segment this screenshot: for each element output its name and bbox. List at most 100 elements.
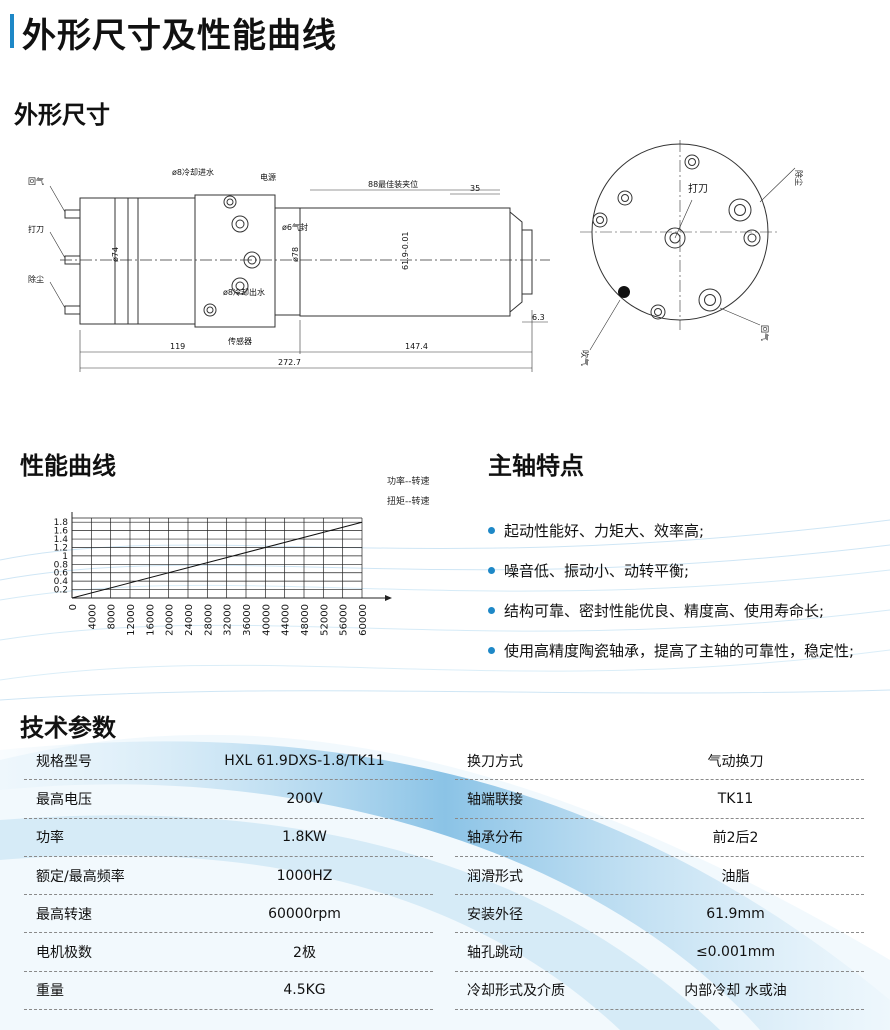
- table-row: 重量 4.5KG: [24, 972, 433, 1011]
- x-tick-label: 40000: [261, 604, 272, 636]
- spec-value: 前2后2: [712, 830, 759, 847]
- spec-key: 安装外径: [467, 906, 523, 923]
- x-tick-label: 8000: [107, 604, 118, 629]
- spec-value: TK11: [717, 790, 754, 807]
- y-tick-label: 0.8: [54, 560, 69, 570]
- page-title: 外形尺寸及性能曲线: [22, 16, 337, 56]
- bullet-icon: [488, 606, 495, 614]
- label-air-seal: ø6气封: [282, 222, 308, 232]
- table-row: 冷却形式及介质 内部冷却 水或油: [455, 972, 864, 1011]
- spec-key: 电机极数: [36, 945, 92, 962]
- spec-value: 油脂: [721, 868, 750, 885]
- spec-value: 2极: [293, 945, 316, 962]
- features-list: 起动性能好、力矩大、效率高; 噪音低、振动小、动转平衡; 结构可靠、密封性能优良…: [488, 510, 888, 670]
- spec-value: 内部冷却 水或油: [684, 983, 787, 1000]
- dim-dia-74: ø74: [111, 247, 120, 262]
- table-row: 安装外径 61.9mm: [455, 895, 864, 934]
- list-item: 起动性能好、力矩大、效率高;: [488, 510, 888, 550]
- y-tick-label: 0.4: [54, 577, 69, 587]
- spec-key: 额定/最高频率: [36, 868, 125, 885]
- spec-value: HXL 61.9DXS-1.8/TK11: [224, 752, 385, 769]
- list-item: 使用高精度陶瓷轴承，提高了主轴的可靠性，稳定性;: [488, 630, 888, 670]
- spec-key: 轴承分布: [467, 830, 523, 847]
- label-return-air: 回气: [28, 176, 44, 186]
- x-tick-label: 12000: [126, 604, 137, 636]
- spec-value: 4.5KG: [283, 982, 326, 999]
- label-end-view-blow-air: 吹气: [580, 350, 590, 366]
- spec-key: 润滑形式: [467, 868, 523, 885]
- spec-key: 冷却形式及介质: [467, 983, 565, 1000]
- dimension-drawing: 回气 打刀 除尘 ø8冷却进水 电源 ø6气封 ø8冷却出水 传感器 88最佳装…: [28, 140, 804, 372]
- spec-value: ≤0.001mm: [695, 944, 776, 961]
- dim-dia-78: ø78: [291, 247, 300, 262]
- table-row: 额定/最高频率 1000HZ: [24, 857, 433, 896]
- x-tick-label: 20000: [165, 604, 176, 636]
- spec-key: 轴端联接: [467, 791, 523, 808]
- spec-value: 1000HZ: [276, 867, 333, 884]
- x-tick-label: 24000: [184, 604, 195, 636]
- section-title-dimensions: 外形尺寸: [14, 101, 110, 129]
- x-tick-label: 4000: [87, 604, 98, 629]
- x-tick-label: 48000: [300, 604, 311, 636]
- spec-key: 重量: [36, 983, 64, 1000]
- y-tick-label: 0.6: [54, 569, 69, 579]
- dim-272-7: 272.7: [278, 358, 301, 367]
- spec-value: 气动换刀: [707, 753, 764, 770]
- spec-value: 1.8KW: [282, 829, 327, 846]
- dim-6-3: 6.3: [532, 313, 545, 322]
- section-title-performance: 性能曲线: [20, 452, 116, 480]
- label-end-view-tool-change: 打刀: [688, 182, 708, 195]
- label-coolant-in: ø8冷却进水: [172, 167, 214, 177]
- spec-key: 最高电压: [36, 791, 92, 808]
- y-tick-label: 1.4: [54, 535, 69, 545]
- dim-119: 119: [170, 342, 185, 351]
- legend-torque-speed: 扭矩--转速: [387, 495, 430, 507]
- y-tick-label: 1.6: [54, 527, 69, 537]
- performance-chart: 0.20.40.60.811.21.41.61.8 0 4000 8000 12000…: [54, 475, 430, 636]
- spec-value: 60000rpm: [268, 905, 341, 922]
- bullet-icon: [488, 646, 495, 654]
- bullet-icon: [488, 526, 495, 534]
- spec-value: 200V: [286, 790, 323, 807]
- x-tick-label: 52000: [319, 604, 330, 636]
- legend-power-speed: 功率--转速: [387, 475, 430, 487]
- table-row: 轴端联接 TK11: [455, 780, 864, 819]
- series-line-power-speed: [71, 521, 363, 599]
- y-tick-label: 1.2: [54, 543, 68, 553]
- title-accent-bar: [10, 14, 14, 48]
- spec-key: 最高转速: [36, 906, 92, 923]
- x-tick-label: 28000: [203, 604, 214, 636]
- table-row: 轴承分布 前2后2: [455, 819, 864, 857]
- y-tick-label: 1.8: [54, 518, 69, 528]
- spec-value: 61.9mm: [706, 905, 765, 922]
- list-item: 结构可靠、密封性能优良、精度高、使用寿命长;: [488, 590, 888, 630]
- y-tick-label: 0.2: [54, 586, 68, 596]
- table-row: 规格型号 HXL 61.9DXS-1.8/TK11: [24, 742, 433, 781]
- dim-147-4: 147.4: [405, 342, 428, 351]
- label-power: 电源: [260, 172, 276, 182]
- x-tick-label: 56000: [339, 604, 350, 636]
- x-tick-label: 16000: [145, 604, 156, 636]
- table-row: 轴孔跳动≤0.001mm: [455, 933, 864, 972]
- section-title-features: 主轴特点: [488, 452, 584, 480]
- dim-35: 35: [470, 184, 480, 193]
- spec-column-right: 换刀方式 气动换刀轴端联接 TK11 轴承分布 前2后2 润滑形式 油脂安装外径 61.9mm…: [455, 742, 864, 1011]
- x-axis-arrow: [385, 595, 392, 601]
- label-clamp-pos: 88最佳装夹位: [368, 179, 418, 189]
- x-tick-label: 44000: [281, 604, 292, 636]
- label-end-view-return-air: 回气: [760, 325, 770, 341]
- y-tick-label: 1: [62, 552, 68, 562]
- spec-key: 换刀方式: [467, 753, 523, 770]
- spec-key: 规格型号: [36, 753, 92, 770]
- table-row: 最高电压 200V: [24, 780, 433, 819]
- x-tick-label: 0: [68, 604, 79, 610]
- table-row: 换刀方式 气动换刀: [455, 742, 864, 781]
- label-end-view-dust: 除尘: [794, 170, 804, 186]
- x-tick-label: 60000: [358, 604, 369, 636]
- label-coolant-out: ø8冷却出水: [223, 287, 265, 297]
- x-tick-label: 32000: [223, 604, 234, 636]
